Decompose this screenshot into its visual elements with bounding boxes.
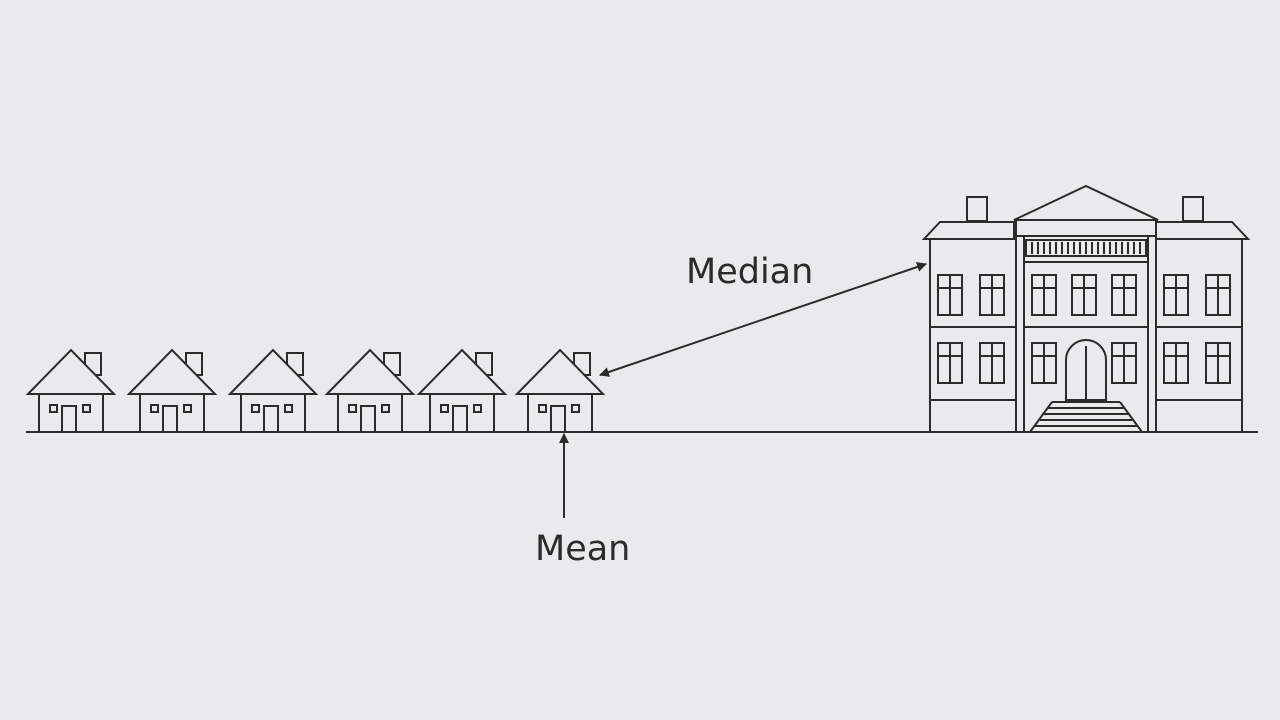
mansion-window [1205,342,1231,384]
window [538,404,547,413]
mansion-window [1111,342,1137,384]
mansion-window [937,274,963,316]
window [49,404,58,413]
window [284,404,293,413]
mansion-window [979,274,1005,316]
roof [416,348,508,395]
mansion-window [1163,342,1189,384]
mansion-pediment [1013,184,1159,221]
roof [324,348,416,395]
mansion-window [1031,274,1057,316]
small-houses [25,348,606,433]
mansion-window [1031,342,1057,384]
door [263,405,279,433]
mansion-window [979,342,1005,384]
median-arrow [599,262,927,377]
door [360,405,376,433]
window [82,404,91,413]
window [150,404,159,413]
mansion-right-wing [1155,238,1243,433]
window [251,404,260,413]
roof [514,348,606,395]
median-label: Median [686,252,814,292]
mansion-window [937,342,963,384]
mansion-left-wing [929,238,1017,433]
window [183,404,192,413]
mansion-window [1205,274,1231,316]
house-body [527,393,593,433]
door [162,405,178,433]
mansion-chimney-left [966,196,988,222]
house-2 [126,348,218,433]
mansion-left-roof [921,221,1015,240]
house-body [139,393,205,433]
house-1 [25,348,117,433]
window [440,404,449,413]
mean-label: Mean [535,529,631,569]
window [348,404,357,413]
door [550,405,566,433]
roof [126,348,218,395]
window [381,404,390,413]
mansion-window [1071,274,1097,316]
house-3 [227,348,319,433]
mansion-window [1163,274,1189,316]
house-body [337,393,403,433]
mansion [921,184,1251,433]
window [571,404,580,413]
house-4 [324,348,416,433]
mansion-steps [1029,401,1143,433]
house-6 [514,348,606,433]
mansion-window [1111,274,1137,316]
door [61,405,77,433]
door [452,405,468,433]
window [473,404,482,413]
mansion-right-roof [1155,221,1251,240]
house-body [38,393,104,433]
house-body [429,393,495,433]
house-body [240,393,306,433]
mansion-door [1065,339,1107,401]
mansion-chimney-right [1182,196,1204,222]
roof [25,348,117,395]
house-5 [416,348,508,433]
roof [227,348,319,395]
mansion-balustrade [1025,239,1147,257]
